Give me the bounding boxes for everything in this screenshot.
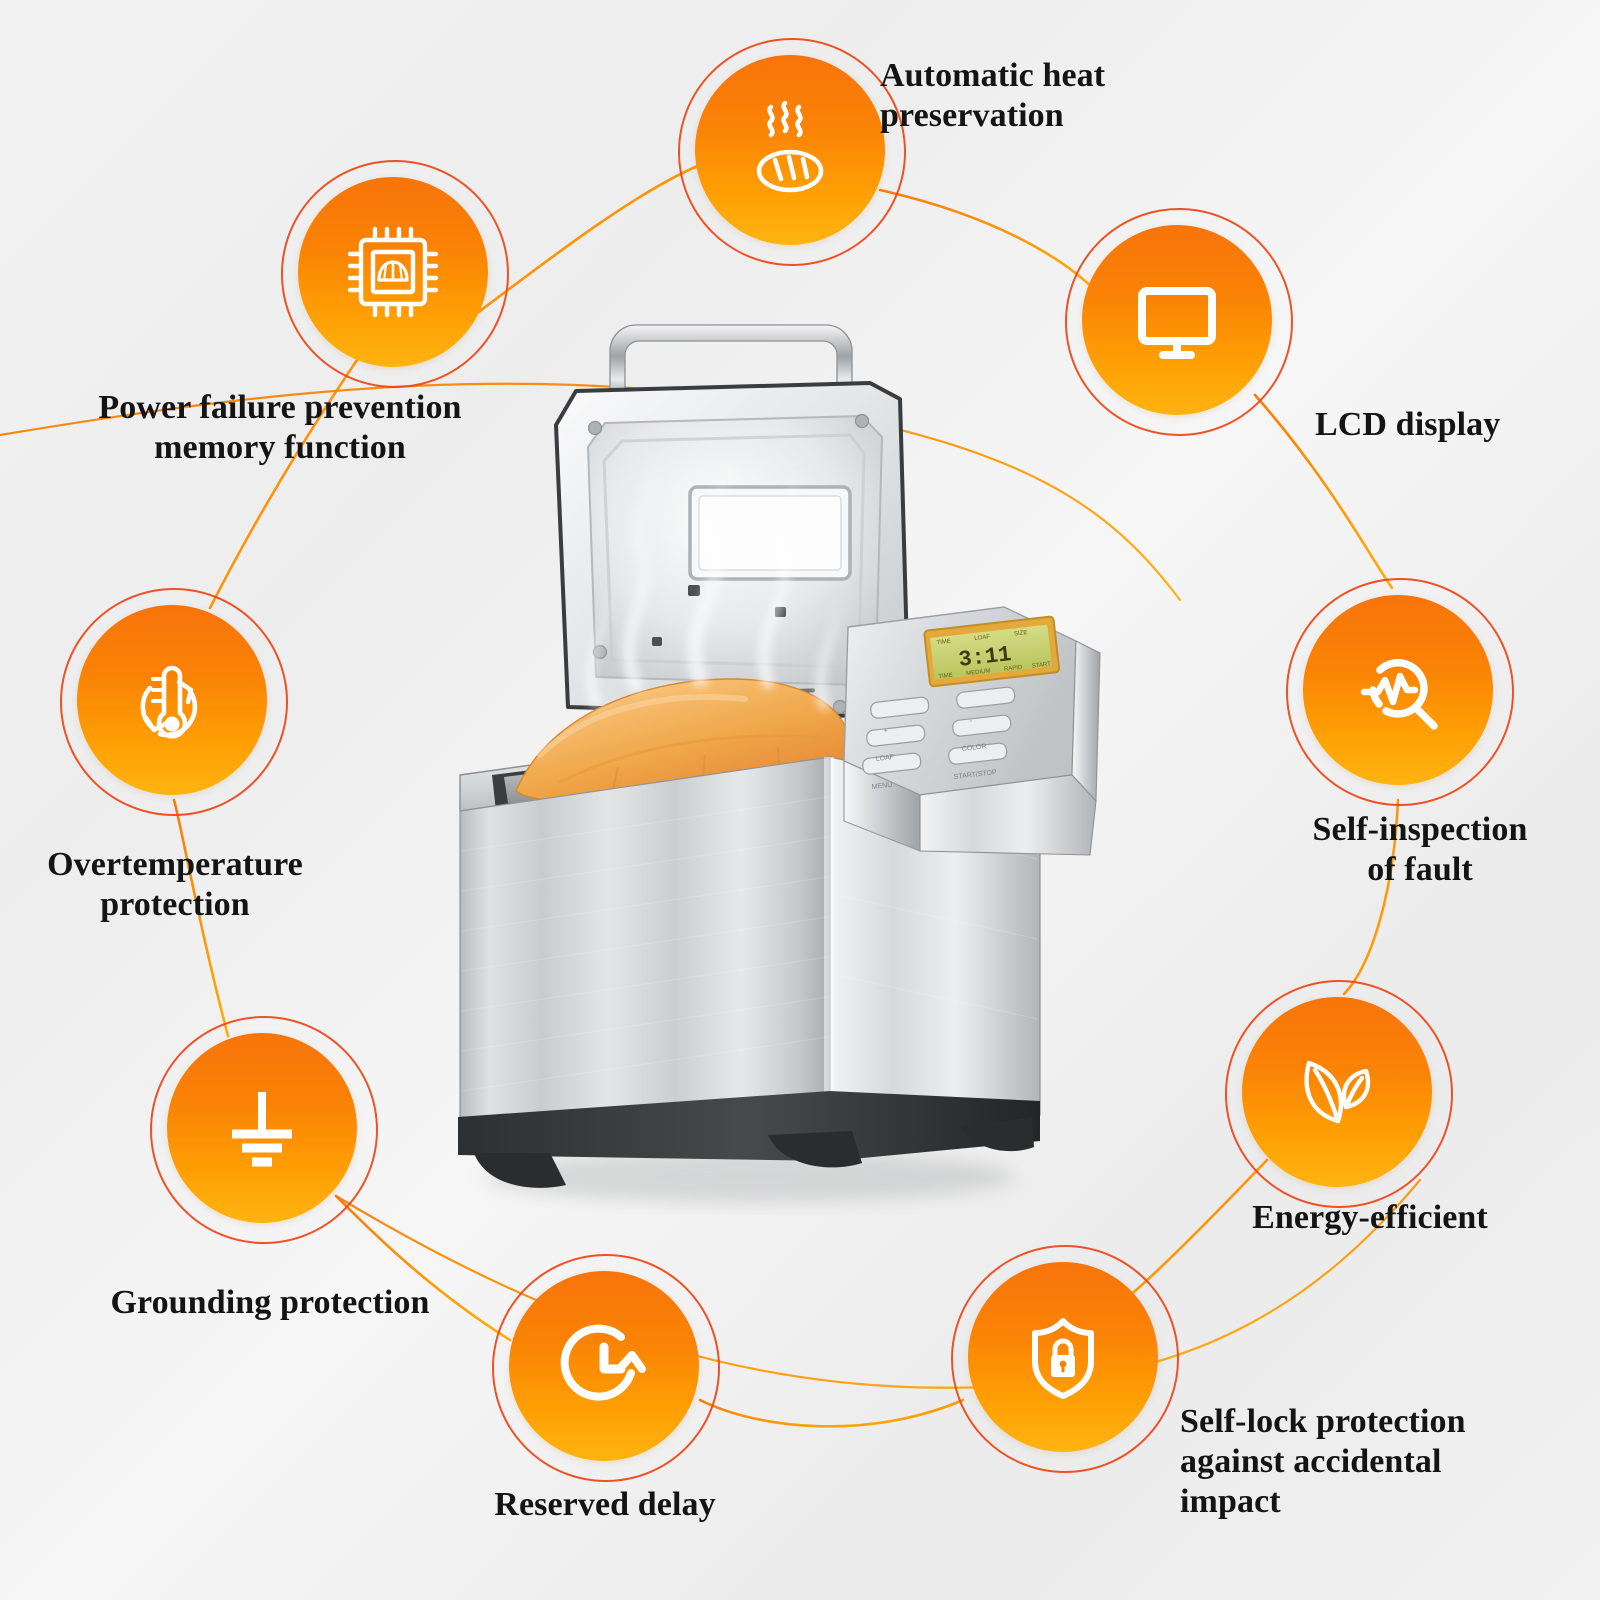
button-color	[952, 714, 1012, 737]
magnifier-pulse-icon	[1360, 659, 1438, 730]
clock-rotation-icon	[560, 1324, 646, 1401]
lcd-labels: TIME LOAF SIZE TIME MEDIUM RAPID START	[936, 630, 1052, 681]
svg-text:TIME: TIME	[936, 639, 951, 647]
svg-text:RAPID: RAPID	[1004, 665, 1024, 673]
body-front-panel	[459, 756, 831, 1148]
badge-reserved-delay[interactable]	[509, 1271, 699, 1461]
badge-self-lock-protection[interactable]	[968, 1262, 1158, 1452]
svg-text:MENU: MENU	[871, 782, 892, 791]
svg-text:MEDIUM: MEDIUM	[966, 668, 991, 677]
badge-automatic-heat-preservation[interactable]	[695, 55, 885, 245]
svg-text:LOAF: LOAF	[875, 754, 894, 763]
bread-highlight	[537, 694, 748, 758]
badge-self-inspection-of-fault[interactable]	[1303, 595, 1493, 785]
leaves-icon	[1304, 1060, 1371, 1124]
button-start-stop	[948, 742, 1008, 765]
control-button-labels: + - LOAF COLOR MENU START/STOP	[871, 718, 997, 791]
caption-automatic-heat-preservation: Automatic heat preservation	[880, 57, 1106, 135]
button-menu	[862, 752, 922, 775]
foot-center	[768, 1131, 862, 1168]
badge-lcd-display[interactable]	[1082, 225, 1272, 415]
shield-lock-icon	[1032, 1318, 1094, 1399]
button-minus	[956, 686, 1016, 709]
caption-overtemperature-protection: Overtemperature protection	[47, 846, 303, 924]
thermometer-rotation-icon	[140, 665, 198, 739]
badge-overtemperature-protection[interactable]	[77, 605, 267, 795]
badge-ring	[150, 1016, 378, 1244]
lid-sensor-a	[688, 585, 700, 596]
svg-text:LOAF: LOAF	[974, 634, 991, 642]
lcd-screen: TIME LOAF SIZE TIME MEDIUM RAPID START 3…	[923, 615, 1061, 688]
caption-self-inspection-of-fault: Self-inspection of fault	[1312, 811, 1528, 889]
monitor-display-icon	[1138, 287, 1216, 359]
connector-selflock-to-delay	[698, 1398, 965, 1428]
svg-text:START: START	[1032, 661, 1052, 669]
body-corner-highlight	[824, 757, 834, 1117]
lcd-digits: 3:11	[957, 642, 1012, 673]
caption-lcd-display: LCD display	[1315, 406, 1501, 443]
badge-grounding-protection[interactable]	[167, 1033, 357, 1223]
badge-energy-efficient[interactable]	[1242, 997, 1432, 1187]
button-plus	[870, 696, 930, 719]
bread-crust-line-a	[558, 734, 822, 784]
foot-right	[960, 1117, 1034, 1152]
control-panel-module: TIME LOAF SIZE TIME MEDIUM RAPID START 3…	[843, 606, 1101, 856]
svg-text:START/STOP: START/STOP	[953, 769, 997, 781]
svg-text:-: -	[969, 718, 973, 725]
caption-reserved-delay: Reserved delay	[494, 1486, 716, 1523]
svg-text:SIZE: SIZE	[1014, 630, 1028, 637]
badge-ring	[678, 38, 906, 266]
control-panel-side	[1071, 640, 1101, 803]
badge-ring	[1286, 578, 1514, 806]
caption-grounding-protection: Grounding protection	[110, 1284, 430, 1321]
button-loaf	[866, 724, 926, 747]
svg-text:+: +	[883, 728, 888, 735]
control-buttons	[862, 686, 1016, 775]
svg-text:3:11: 3:11	[957, 642, 1012, 673]
svg-text:COLOR: COLOR	[961, 743, 987, 753]
badge-power-failure-prevention[interactable]	[298, 177, 488, 367]
cpu-brain-chip-icon	[347, 226, 439, 318]
base-plinth	[458, 1091, 1040, 1161]
caption-self-lock-protection: Self-lock protection against accidental …	[1180, 1403, 1466, 1521]
control-panel-front	[919, 774, 1097, 856]
earth-ground-icon	[232, 1092, 292, 1167]
caption-power-failure-prevention: Power failure prevention memory function	[98, 389, 462, 467]
lid-handle	[609, 324, 853, 404]
lid-sensor-c	[652, 637, 662, 646]
bread-steam-icon	[756, 100, 824, 193]
svg-text:TIME: TIME	[938, 673, 953, 681]
foot-left	[474, 1153, 566, 1188]
caption-energy-efficient: Energy-efficient	[1252, 1199, 1488, 1236]
